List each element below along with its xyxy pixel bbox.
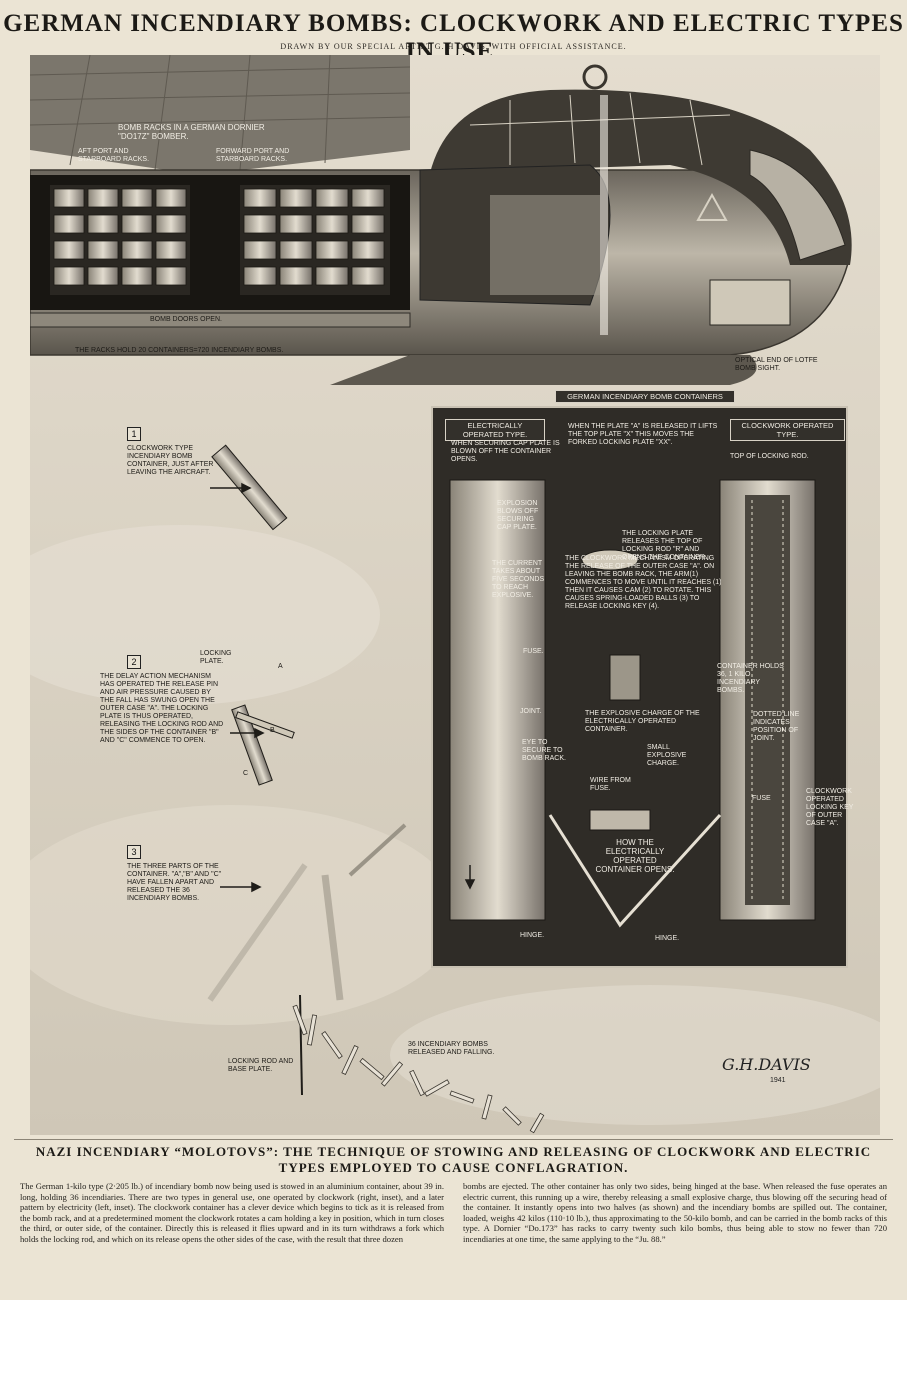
eye-label: EYE TO SECURE TO BOMB RACK. <box>522 739 566 762</box>
wire-from-fuse-label: WIRE FROM FUSE. <box>590 777 631 792</box>
caption-column-right: bombs are ejected. The other container h… <box>463 1181 887 1244</box>
step-3-number: 3 <box>127 845 141 859</box>
step-1-number: 1 <box>127 427 141 441</box>
fuse-label: FUSE. <box>523 648 544 655</box>
clockwork-key-label: CLOCKWORK OPERATED LOCKING KEY OF OUTER … <box>806 788 854 827</box>
bomb-doors-label: BOMB DOORS OPEN. <box>150 316 222 323</box>
hinge-right-label: HINGE. <box>655 935 680 942</box>
clockwork-mechanism-label: THE CLOCKWORK MECHANISM OPERATING THE RE… <box>565 555 722 610</box>
fuse-clockwork-label: FUSE <box>752 795 771 802</box>
step-1-text: CLOCKWORK TYPE INCENDIARY BOMB CONTAINER… <box>127 445 214 476</box>
caption-body: The German 1-kilo type (2·205 lb.) of in… <box>20 1181 887 1296</box>
caption-headline: NAZI INCENDIARY “MOLOTOVS”: THE TECHNIQU… <box>35 1144 872 1175</box>
racks-hold-label: THE RACKS HOLD 20 CONTAINERS=720 INCENDI… <box>75 347 284 354</box>
page-title: GERMAN INCENDIARY BOMBS: CLOCKWORK AND E… <box>3 10 904 65</box>
securing-cap-label: WHEN SECURING CAP PLATE IS BLOWN OFF THE… <box>451 440 560 463</box>
container-holds-label: CONTAINER HOLDS 36, 1 KILO INCENDIARY BO… <box>717 663 784 694</box>
step-2-number: 2 <box>127 655 141 669</box>
explosive-charge-label: THE EXPLOSIVE CHARGE OF THE ELECTRICALLY… <box>585 710 700 733</box>
small-charge-label: SMALL EXPLOSIVE CHARGE. <box>647 744 687 767</box>
bottom-margin <box>0 1300 907 1390</box>
electric-type-heading: ELECTRICALLY OPERATED TYPE. <box>445 419 545 441</box>
illustration-drawing <box>30 55 880 1135</box>
joint-label: JOINT. <box>520 708 542 715</box>
letter-b: B <box>270 727 275 734</box>
current-label: THE CURRENT TAKES ABOUT FIVE SECONDS TO … <box>492 560 545 599</box>
optical-end-label: OPTICAL END OF LOTFE BOMB SIGHT. <box>735 357 818 372</box>
caption-column-left: The German 1-kilo type (2·205 lb.) of in… <box>20 1181 444 1244</box>
explosion-label: EXPLOSION BLOWS OFF SECURING CAP PLATE. <box>497 500 539 531</box>
illustrated-page: GERMAN INCENDIARY BOMBS: CLOCKWORK AND E… <box>0 0 907 1300</box>
locking-plate-releases-label: THE LOCKING PLATE RELEASES THE TOP OF LO… <box>622 530 707 561</box>
locking-rod-label: LOCKING ROD AND BASE PLATE. <box>228 1058 294 1073</box>
artist-credit: DRAWN BY OUR SPECIAL ARTIST G. H DAVIS, … <box>280 42 627 51</box>
letter-a: A <box>278 663 283 670</box>
plate-a-label: WHEN THE PLATE "A" IS RELEASED IT LIFTS … <box>568 423 718 446</box>
signature-year: 1941 <box>770 1077 786 1084</box>
locking-plate-label: LOCKING PLATE. <box>200 650 232 665</box>
dotted-line-label: DOTTED LINE INDICATES POSITION OF JOINT. <box>753 711 800 742</box>
illustration: BOMB RACKS IN A GERMAN DORNIER "Do17z" B… <box>30 55 880 1135</box>
bombs-falling-label: 36 INCENDIARY BOMBS RELEASED AND FALLING… <box>408 1041 495 1056</box>
step-3-text: THE THREE PARTS OF THE CONTAINER. "A","B… <box>127 863 222 902</box>
top-locking-rod-label: TOP OF LOCKING ROD. <box>730 453 809 460</box>
hinge-left-label: HINGE. <box>520 932 545 939</box>
aft-racks-label: AFT PORT AND STARBOARD RACKS. <box>78 148 150 163</box>
caption-divider <box>14 1139 893 1140</box>
artist-signature: G.H.DAVIS <box>722 1055 811 1074</box>
how-opens-label: HOW THE ELECTRICALLY OPERATED CONTAINER … <box>595 838 675 874</box>
forward-racks-label: FORWARD PORT AND STARBOARD RACKS. <box>216 148 290 163</box>
step-2-text: THE DELAY ACTION MECHANISM HAS OPERATED … <box>100 673 224 744</box>
racks-title-label: BOMB RACKS IN A GERMAN DORNIER "Do17z" B… <box>118 123 265 141</box>
letter-c: C <box>243 770 249 777</box>
clockwork-type-heading: CLOCKWORK OPERATED TYPE. <box>730 419 845 441</box>
inset-title: GERMAN INCENDIARY BOMB CONTAINERS <box>555 390 735 403</box>
